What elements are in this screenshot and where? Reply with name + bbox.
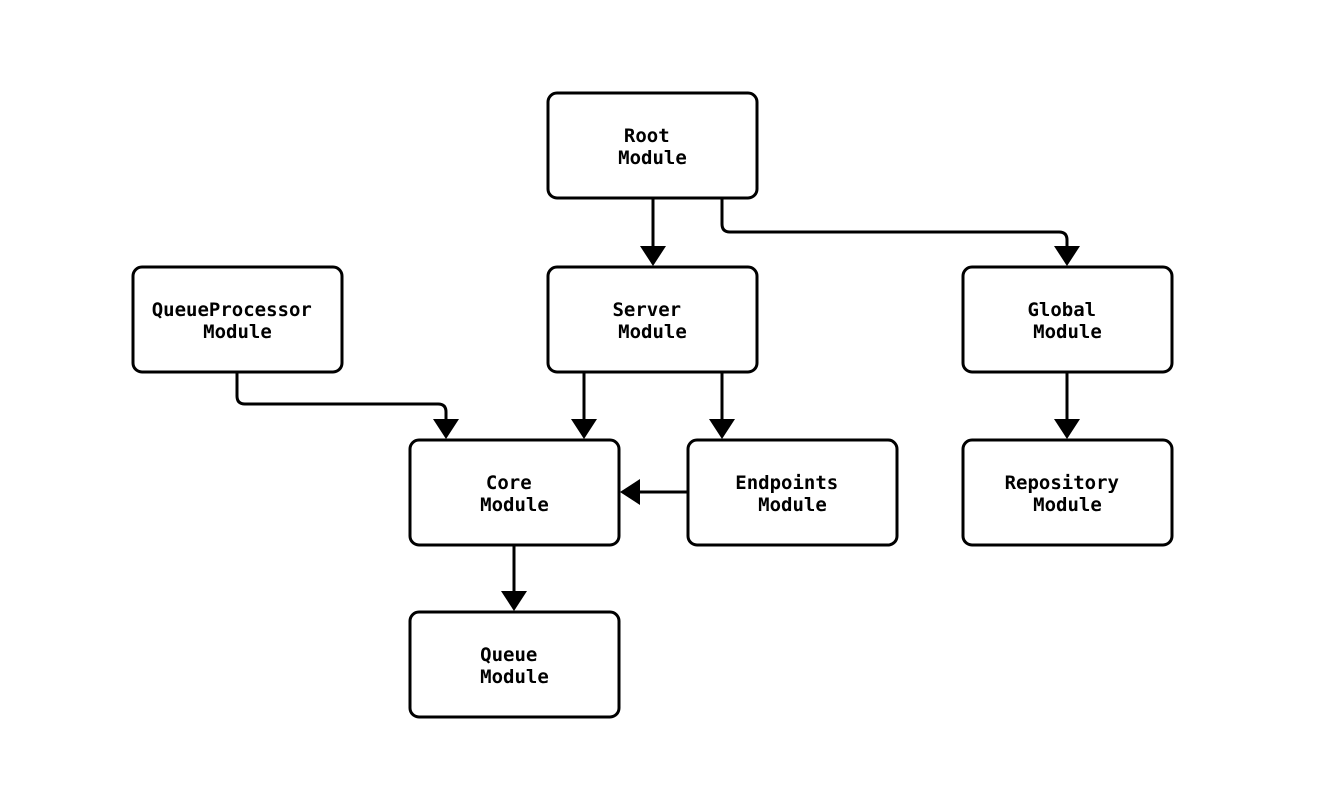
node-queue-box xyxy=(408,610,621,719)
node-core-box xyxy=(408,438,621,547)
node-server-label: Server Module xyxy=(612,299,692,343)
edge-queueprocessor-to-core xyxy=(235,372,459,439)
node-endpoints-module: Endpoints Module xyxy=(686,438,899,547)
node-endpoints-label: Endpoints Module xyxy=(735,472,849,516)
node-queue-module: Queue Module xyxy=(408,610,621,719)
node-global-label: Global Module xyxy=(1027,299,1107,343)
node-global-box xyxy=(961,265,1174,374)
node-repository-module: Repository Module xyxy=(961,438,1174,547)
node-queueprocessor-label: QueueProcessor Module xyxy=(152,299,324,343)
node-server-box xyxy=(546,265,759,374)
node-root-label: Root Module xyxy=(618,125,687,169)
edge-root-to-global xyxy=(720,198,1080,266)
node-core-module: Core Module xyxy=(408,438,621,547)
node-core-label: Core Module xyxy=(480,472,549,516)
node-endpoints-box xyxy=(686,438,899,547)
node-server-module: Server Module xyxy=(546,265,759,374)
node-queue-label: Queue Module xyxy=(480,644,549,688)
node-queueprocessor-module: QueueProcessor Module xyxy=(131,265,344,374)
node-repository-label: Repository Module xyxy=(1005,472,1131,516)
node-queueprocessor-box xyxy=(131,265,344,374)
node-repository-box xyxy=(961,438,1174,547)
diagram-edges xyxy=(235,198,1080,611)
node-root-box xyxy=(546,91,759,200)
node-global-module: Global Module xyxy=(961,265,1174,374)
node-root-module: Root Module xyxy=(546,91,759,200)
